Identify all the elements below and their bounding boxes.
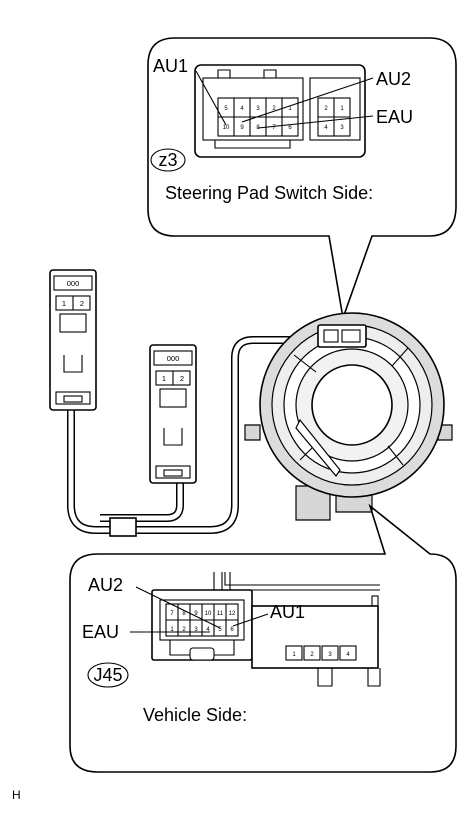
pin-4: 4 <box>206 627 210 633</box>
pin-9: 9 <box>194 611 198 617</box>
middle-connector-pin-2: 2 <box>180 374 184 383</box>
pin-1: 1 <box>288 106 292 112</box>
spiral-cable-center-hole <box>311 364 393 446</box>
au1-leader <box>195 70 227 126</box>
pin-6: 6 <box>288 125 292 131</box>
au2-leader <box>241 77 374 123</box>
eau-label-lower: EAU <box>82 622 119 642</box>
connector-code-badge <box>150 148 186 172</box>
pin-11: 11 <box>217 611 224 617</box>
side-pin-3: 3 <box>328 652 332 658</box>
pin-6: 6 <box>230 627 234 633</box>
upper-callout: 5 4 3 2 1 10 9 8 7 6 2 1 4 3 AU1 AU2 EAU <box>147 37 457 322</box>
pin-2: 2 <box>182 627 186 633</box>
pin-5: 5 <box>218 627 222 633</box>
side-pin-2: 2 <box>310 652 314 658</box>
pin-3: 3 <box>256 106 260 112</box>
pin-2: 2 <box>272 106 276 112</box>
pin-1: 1 <box>170 627 174 633</box>
steering-pad-side-label: Steering Pad Switch Side: <box>165 183 373 203</box>
au2-label: AU2 <box>376 69 411 89</box>
pin-s1: 1 <box>340 106 344 112</box>
pin-7: 7 <box>272 125 276 131</box>
middle-connector-top-pins: 000 <box>167 354 180 363</box>
au1-leader-lower <box>232 613 269 627</box>
connector-code-z3: z3 <box>158 150 177 170</box>
wire-harness <box>67 336 320 537</box>
spiral-cable-assembly <box>244 312 453 521</box>
pin-8: 8 <box>182 611 186 617</box>
left-connector-pin-2: 2 <box>80 299 84 308</box>
left-connector-top-pins: 000 <box>67 279 80 288</box>
eau-leader <box>257 115 374 129</box>
pin-3: 3 <box>194 627 198 633</box>
pin-9: 9 <box>240 125 244 131</box>
connector-code-j45: J45 <box>93 665 122 685</box>
upper-connector-main-housing <box>202 77 304 141</box>
pin-4: 4 <box>240 106 244 112</box>
lower-pin-grid: 7 8 9 10 11 12 1 2 3 4 5 6 <box>165 603 239 637</box>
pin-s2: 2 <box>324 106 328 112</box>
upper-pin-grid-small: 2 1 4 3 <box>317 97 351 137</box>
footer-mark: H <box>12 788 21 802</box>
pin-7: 7 <box>170 611 174 617</box>
eau-label: EAU <box>376 107 413 127</box>
pin-s3: 3 <box>340 125 344 131</box>
middle-harness-connector: 000 1 2 <box>149 344 197 484</box>
au2-label-lower: AU2 <box>88 575 123 595</box>
side-pin-4: 4 <box>346 652 350 658</box>
au1-label: AU1 <box>153 56 188 76</box>
au1-label-lower: AU1 <box>270 602 305 622</box>
pin-12: 12 <box>229 611 236 617</box>
left-harness-connector: 000 1 2 <box>49 269 97 411</box>
middle-connector-pin-1: 1 <box>162 374 166 383</box>
side-pin-1: 1 <box>292 652 296 658</box>
left-connector-pin-1: 1 <box>62 299 66 308</box>
pin-5: 5 <box>224 106 228 112</box>
pin-s4: 4 <box>324 125 328 131</box>
pin-10: 10 <box>205 611 212 617</box>
au2-leader-lower <box>135 586 221 629</box>
vehicle-side-label: Vehicle Side: <box>143 705 247 725</box>
connector-code-badge-lower <box>87 662 129 688</box>
lower-callout: 7 8 9 10 11 12 1 2 3 4 5 6 1 2 3 4 AU2 <box>69 503 457 773</box>
pin-10: 10 <box>223 125 230 131</box>
harness-clip <box>109 517 137 537</box>
